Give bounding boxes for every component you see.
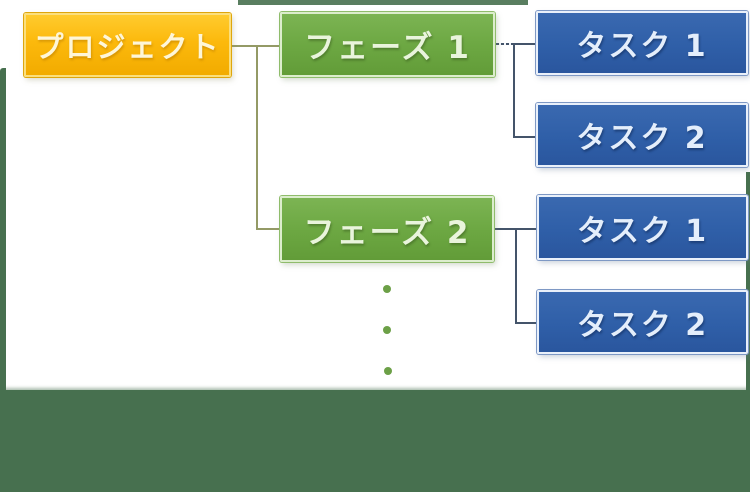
phase-1-task-2-box: タスク 2 [536,103,748,167]
phase-1-task-1-box: タスク 1 [536,11,748,75]
phase-1-task-2-label: タスク 2 [576,121,708,156]
project-box: プロジェクト [24,13,231,77]
phase-2-task-1-box: タスク 1 [537,195,748,260]
background-edge-left [0,68,6,392]
connector-project-phase1 [231,45,280,47]
connector-phase2-vertical [515,228,517,324]
phase-2-box: フェーズ 2 [280,196,494,262]
connector-phase1-vertical [513,43,515,138]
background-edge-top [238,0,528,5]
connector-project-phase2 [256,228,280,230]
phase-1-label: フェーズ 1 [304,30,471,66]
phase-1-task-1-label: タスク 1 [576,29,708,64]
ellipsis-dot [384,367,392,375]
phase-2-label: フェーズ 2 [303,214,471,251]
phase-1-box: フェーズ 1 [280,12,495,77]
connector-phase1-task2 [513,136,537,138]
background-band-bottom [0,390,750,492]
phase-2-task-2-box: タスク 2 [537,290,748,354]
project-label: プロジェクト [34,30,221,64]
ellipsis-dot [383,326,391,334]
connector-project-vertical [256,45,258,229]
ellipsis-dot [383,285,391,293]
phase-2-task-2-label: タスク 2 [576,308,709,343]
connector-phase1-task1 [494,43,537,45]
connector-phase1-dotted-stub [494,43,512,45]
background-edge-right [746,172,750,392]
phase-2-task-1-label: タスク 1 [576,213,709,249]
connector-phase2-task2 [515,322,537,324]
